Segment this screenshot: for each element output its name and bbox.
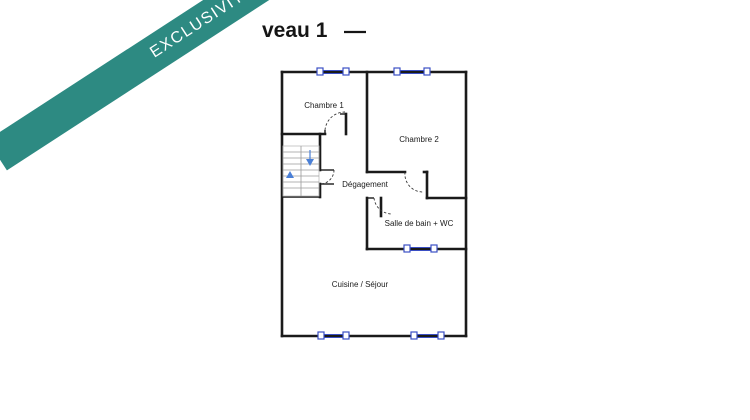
room-label-cuisine-sejour: Cuisine / Séjour xyxy=(332,280,389,289)
room-label-degagement: Dégagement xyxy=(342,180,389,189)
room-label-salle-de-bain: Salle de bain + WC xyxy=(385,219,454,228)
windows xyxy=(316,67,445,340)
level-title: veau 1 xyxy=(262,19,328,42)
stair-down-arrow-icon xyxy=(306,159,314,166)
staircase xyxy=(282,145,320,197)
doors xyxy=(319,111,425,215)
room-label-chambre-1: Chambre 1 xyxy=(304,101,344,110)
outer-walls xyxy=(280,70,468,338)
stair-up-arrow-icon xyxy=(286,171,294,178)
room-label-chambre-2: Chambre 2 xyxy=(399,135,439,144)
